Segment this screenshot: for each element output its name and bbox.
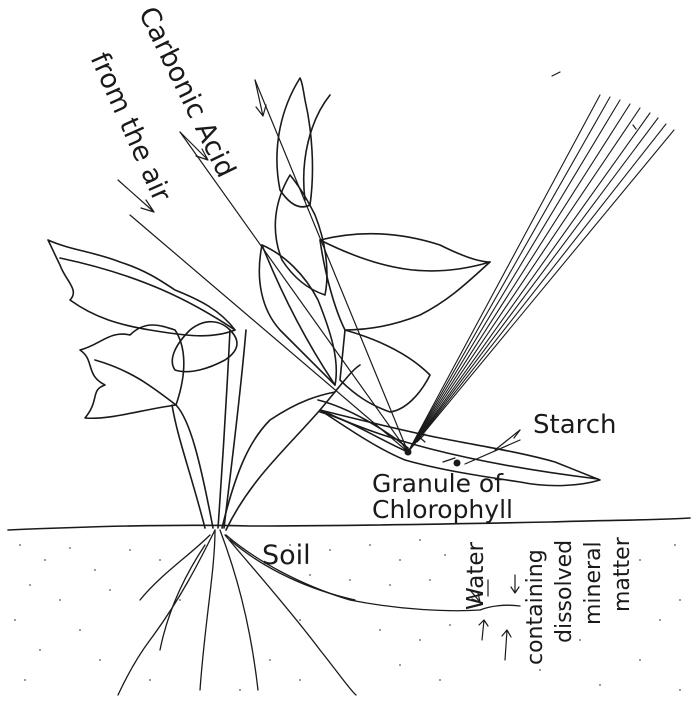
ground-line — [8, 518, 690, 530]
label-granule-line1: Granule of — [372, 469, 503, 498]
label-soil: Soil — [262, 540, 311, 571]
label-starch: Starch — [533, 410, 617, 440]
granule-icon — [405, 449, 412, 456]
label-containing: containing — [523, 549, 548, 665]
starch-dot — [454, 460, 461, 467]
label-matter: matter — [610, 537, 635, 612]
sunlight-rays — [408, 95, 674, 452]
label-mineral: mineral — [581, 541, 606, 625]
label-water: Water — [463, 542, 489, 610]
label-dissolved: dissolved — [552, 540, 577, 643]
plant-roots — [118, 530, 520, 695]
label-granule-line2: Chlorophyll — [372, 495, 513, 524]
